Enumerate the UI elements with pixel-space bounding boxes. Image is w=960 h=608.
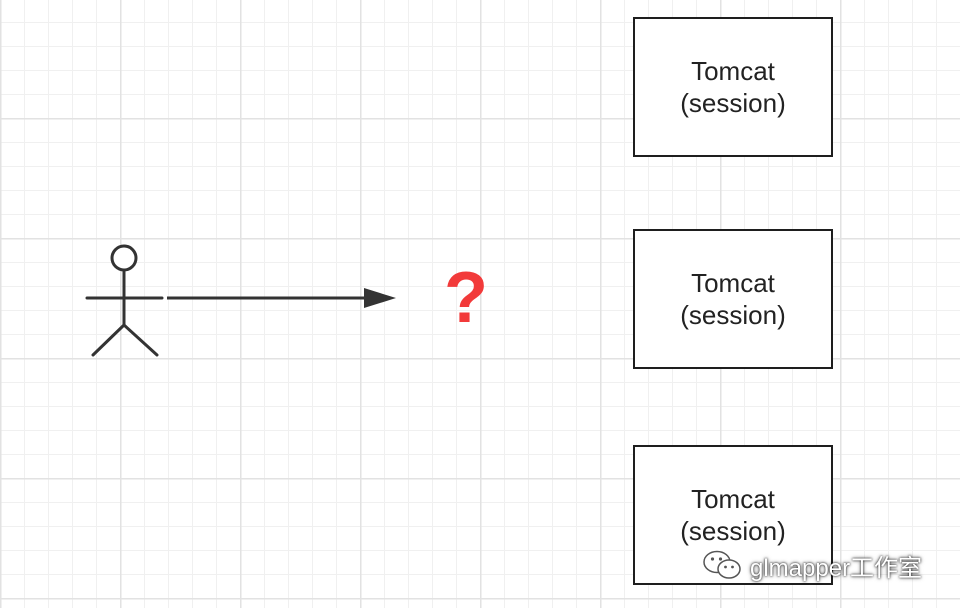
server-detail: (session) (680, 88, 786, 118)
wechat-icon (703, 550, 741, 579)
watermark: glmapper工作室 (702, 545, 922, 585)
tomcat-server-box-1: Tomcat (session) (633, 17, 833, 157)
server-detail: (session) (680, 516, 786, 546)
server-name: Tomcat (691, 484, 775, 514)
actor-left-leg (91, 323, 126, 357)
question-mark: ? (444, 258, 488, 338)
tomcat-server-box-2: Tomcat (session) (633, 229, 833, 369)
actor-head (110, 244, 138, 272)
arrow-right-icon (167, 288, 396, 308)
server-name: Tomcat (691, 268, 775, 298)
watermark-text: glmapper工作室 (750, 554, 923, 582)
server-name: Tomcat (691, 56, 775, 86)
user-actor-icon (85, 244, 164, 357)
tomcat-server-box-3: Tomcat (session) (633, 445, 833, 585)
actor-right-leg (122, 323, 159, 357)
server-detail: (session) (680, 300, 786, 330)
